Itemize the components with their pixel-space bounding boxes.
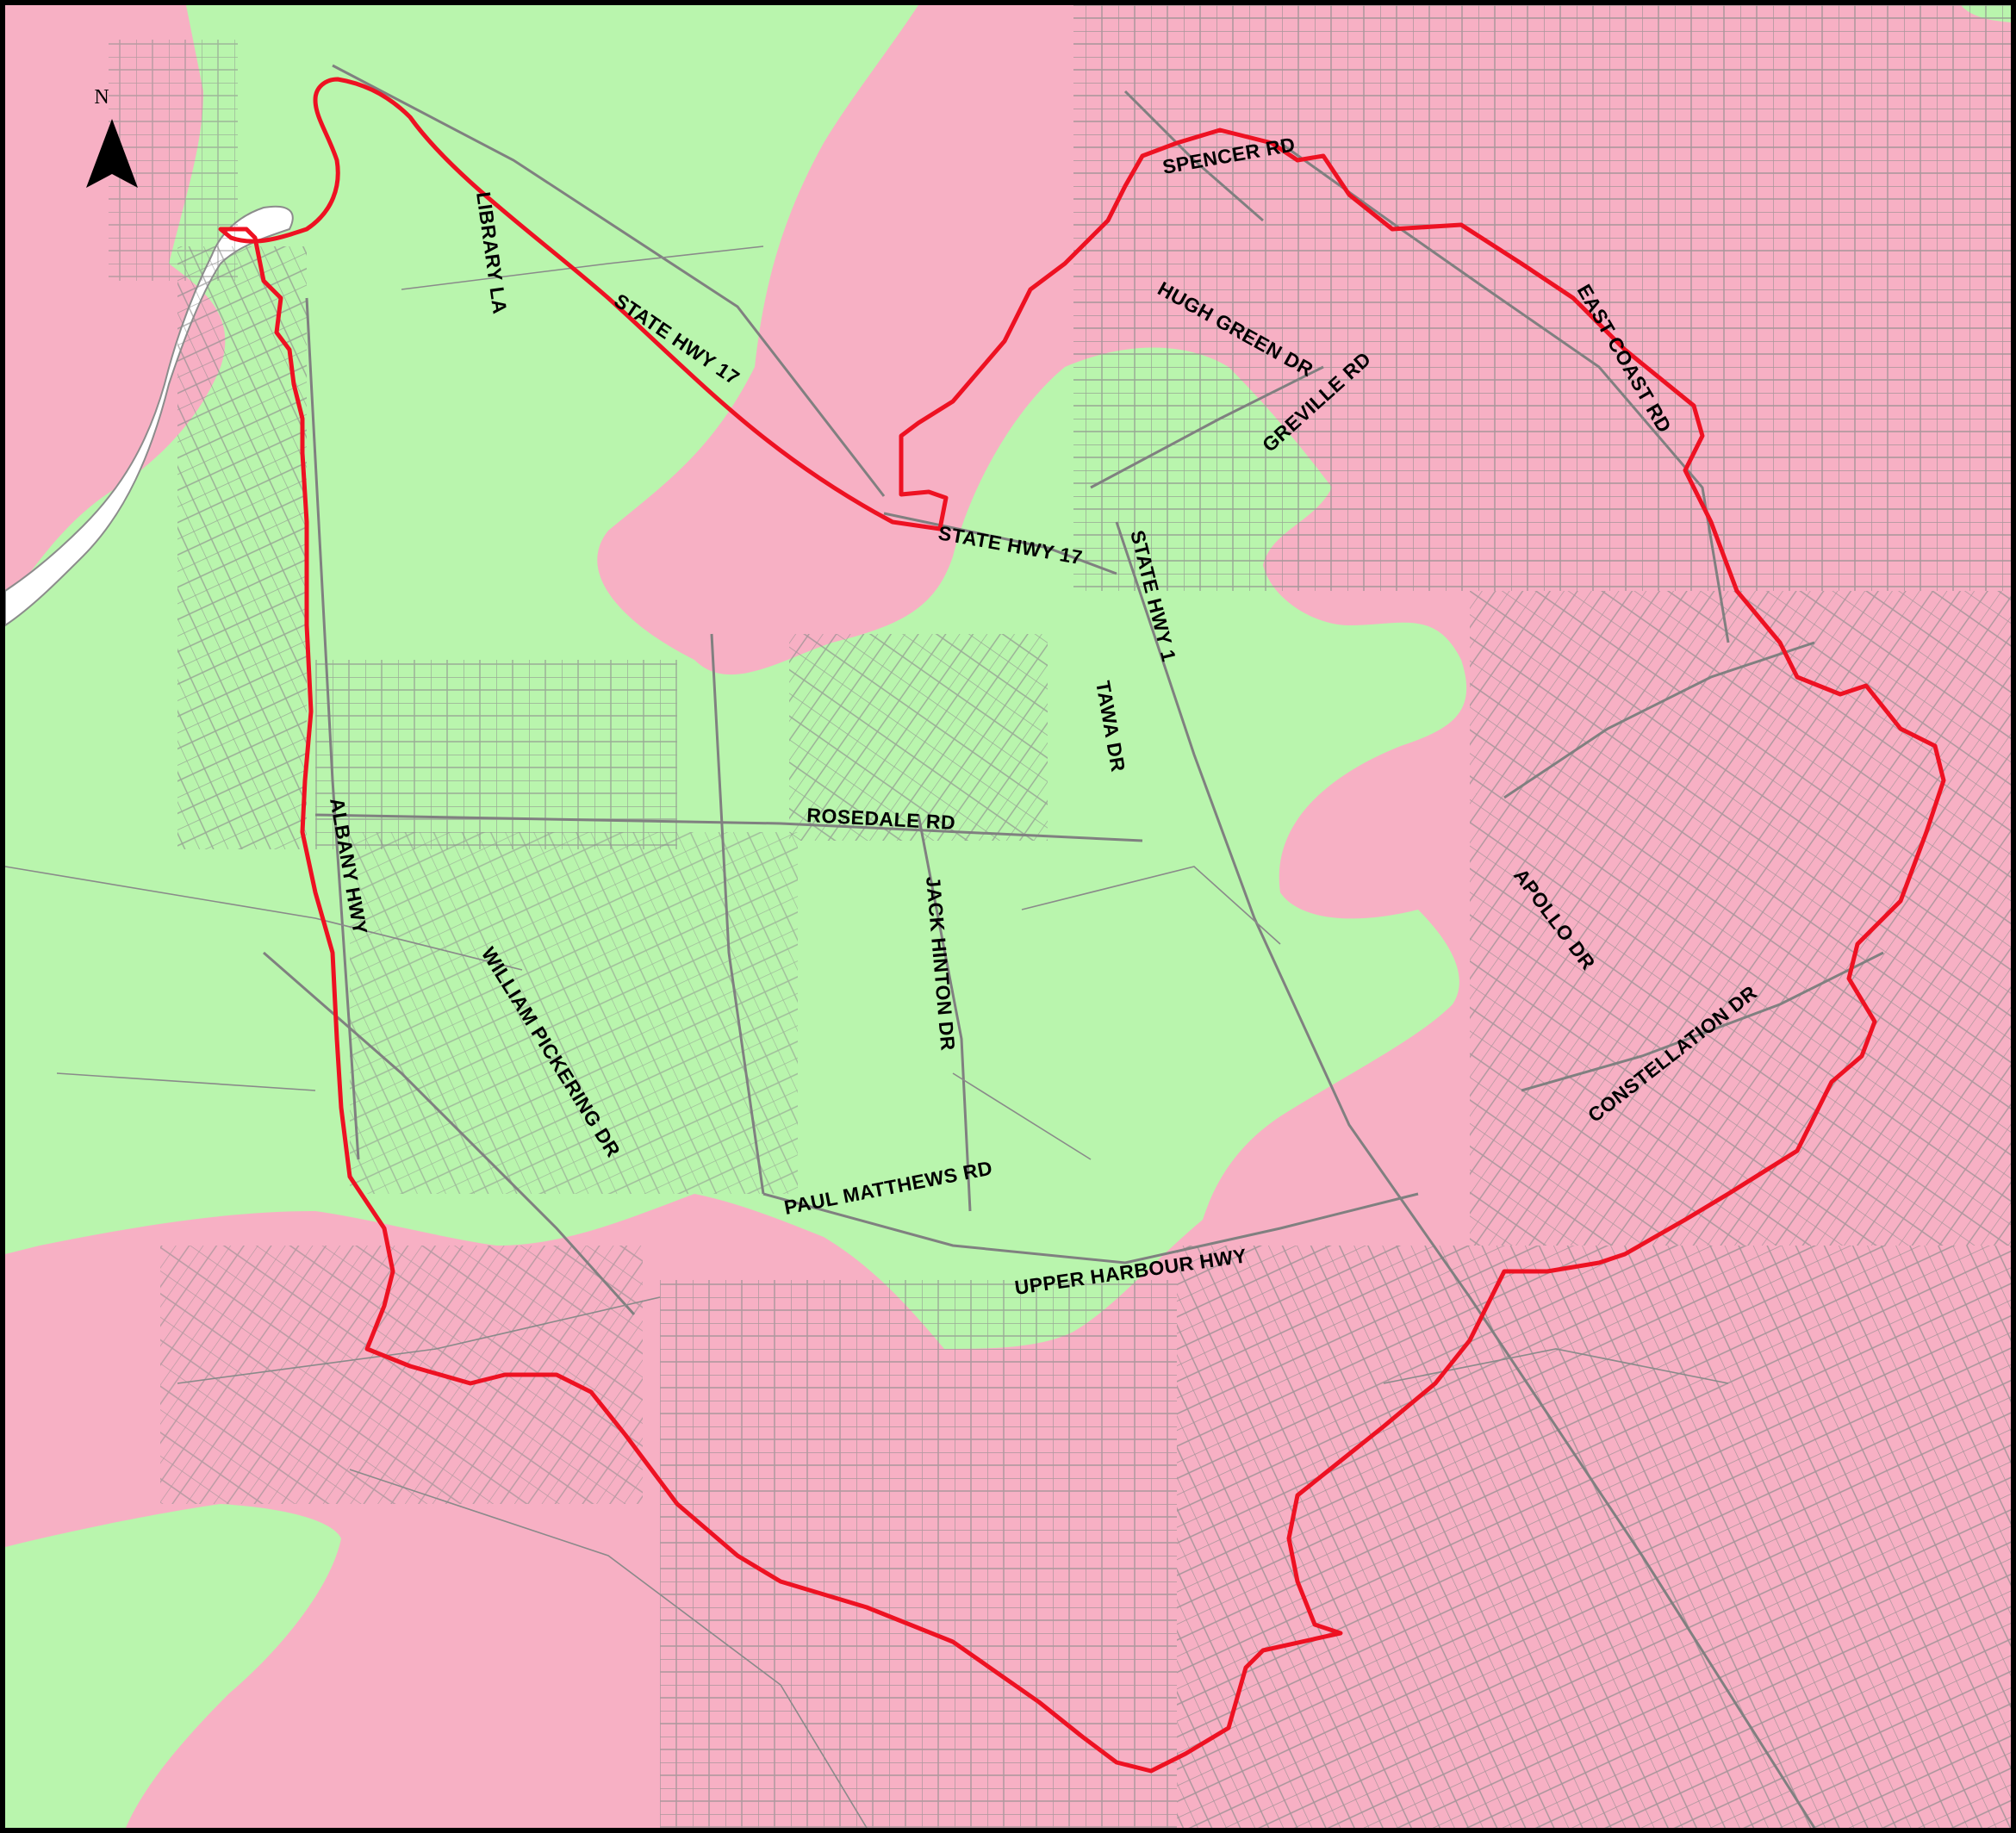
parcels-lower-central <box>350 832 798 1194</box>
parcels-northeast <box>1073 5 2011 591</box>
north-label: N <box>94 86 109 109</box>
water-inlet <box>5 205 294 627</box>
parcels-west <box>177 246 307 849</box>
study-area-boundary <box>218 77 1946 1774</box>
north-arrow-icon <box>86 119 112 188</box>
map-canvas[interactable]: N SPENCER RD LIBRARY LA STATE HWY 17 HUG… <box>5 5 2011 1828</box>
north-arrow: N <box>86 86 138 188</box>
parcels-northwest <box>109 40 238 281</box>
zone-green-southwest <box>5 1504 341 1828</box>
parcels-central-east <box>789 634 1048 841</box>
parcels-south <box>660 1280 1177 1828</box>
parcels-east <box>1470 591 2011 1246</box>
parcels-southwest <box>160 1246 643 1504</box>
road-network <box>5 64 1884 1828</box>
parcels-southeast <box>1177 1246 2011 1828</box>
